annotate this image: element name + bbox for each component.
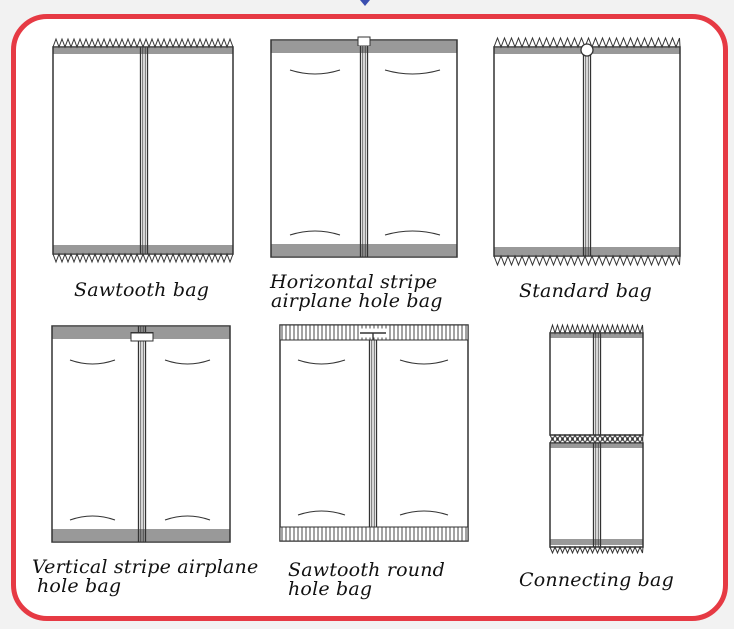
round-hole-tab xyxy=(360,332,386,340)
sawtooth-round-hole-bag-drawing xyxy=(279,324,469,542)
crease-curve xyxy=(69,515,116,521)
sawtooth-edge-top xyxy=(493,36,681,49)
sawtooth-edge-top xyxy=(52,37,234,49)
bag-outline xyxy=(270,39,458,258)
caption-horizontal-stripe-line-1: Horizontal stripe xyxy=(270,271,438,293)
crease-curve xyxy=(297,510,346,516)
caption-connecting-bag: Connecting bag xyxy=(519,569,674,591)
sawtooth-edge-bottom xyxy=(549,545,644,555)
bag-outline xyxy=(493,46,681,257)
caption-vertical-stripe-line-1: Vertical stripe airplane xyxy=(32,556,259,578)
airplane-hole-tab xyxy=(130,332,154,342)
bag-outline xyxy=(549,442,644,548)
caption-sawtooth-round-line-2: hole bag xyxy=(288,578,373,600)
caption-sawtooth-bag: Sawtooth bag xyxy=(74,279,210,301)
crease-curve xyxy=(289,230,341,236)
sawtooth-edge-bottom xyxy=(549,433,644,442)
vertical-stripe-airplane-hole-bag-drawing xyxy=(51,325,231,543)
crease-curve xyxy=(384,230,441,236)
standard-bag-drawing xyxy=(493,36,681,267)
crease-curve xyxy=(69,359,116,365)
caption-standard-bag: Standard bag xyxy=(519,280,653,302)
bag-outline xyxy=(549,332,644,436)
sawtooth-bag-drawing xyxy=(52,37,234,264)
round-hole xyxy=(580,43,594,57)
sawtooth-edge-bottom xyxy=(493,254,681,267)
crease-curve xyxy=(399,359,449,365)
airplane-hole-tab xyxy=(357,36,371,47)
caption-sawtooth-round-line-1: Sawtooth round xyxy=(288,559,445,581)
crease-curve xyxy=(164,359,211,365)
sawtooth-edge-bottom xyxy=(52,252,234,264)
crease-curve xyxy=(384,69,441,75)
crease-curve xyxy=(289,69,341,75)
crease-curve xyxy=(399,510,449,516)
crease-curve xyxy=(297,359,346,365)
caption-horizontal-stripe-line-2: airplane hole bag xyxy=(271,290,443,312)
caption-vertical-stripe-line-2: hole bag xyxy=(37,575,122,597)
sawtooth-edge-top xyxy=(549,436,644,445)
crease-curve xyxy=(164,515,211,521)
top-arrow-marker xyxy=(360,0,370,6)
sawtooth-edge-top xyxy=(549,323,644,335)
connecting-bag-drawing xyxy=(549,323,644,555)
horizontal-stripe-airplane-hole-bag-drawing xyxy=(270,36,458,258)
